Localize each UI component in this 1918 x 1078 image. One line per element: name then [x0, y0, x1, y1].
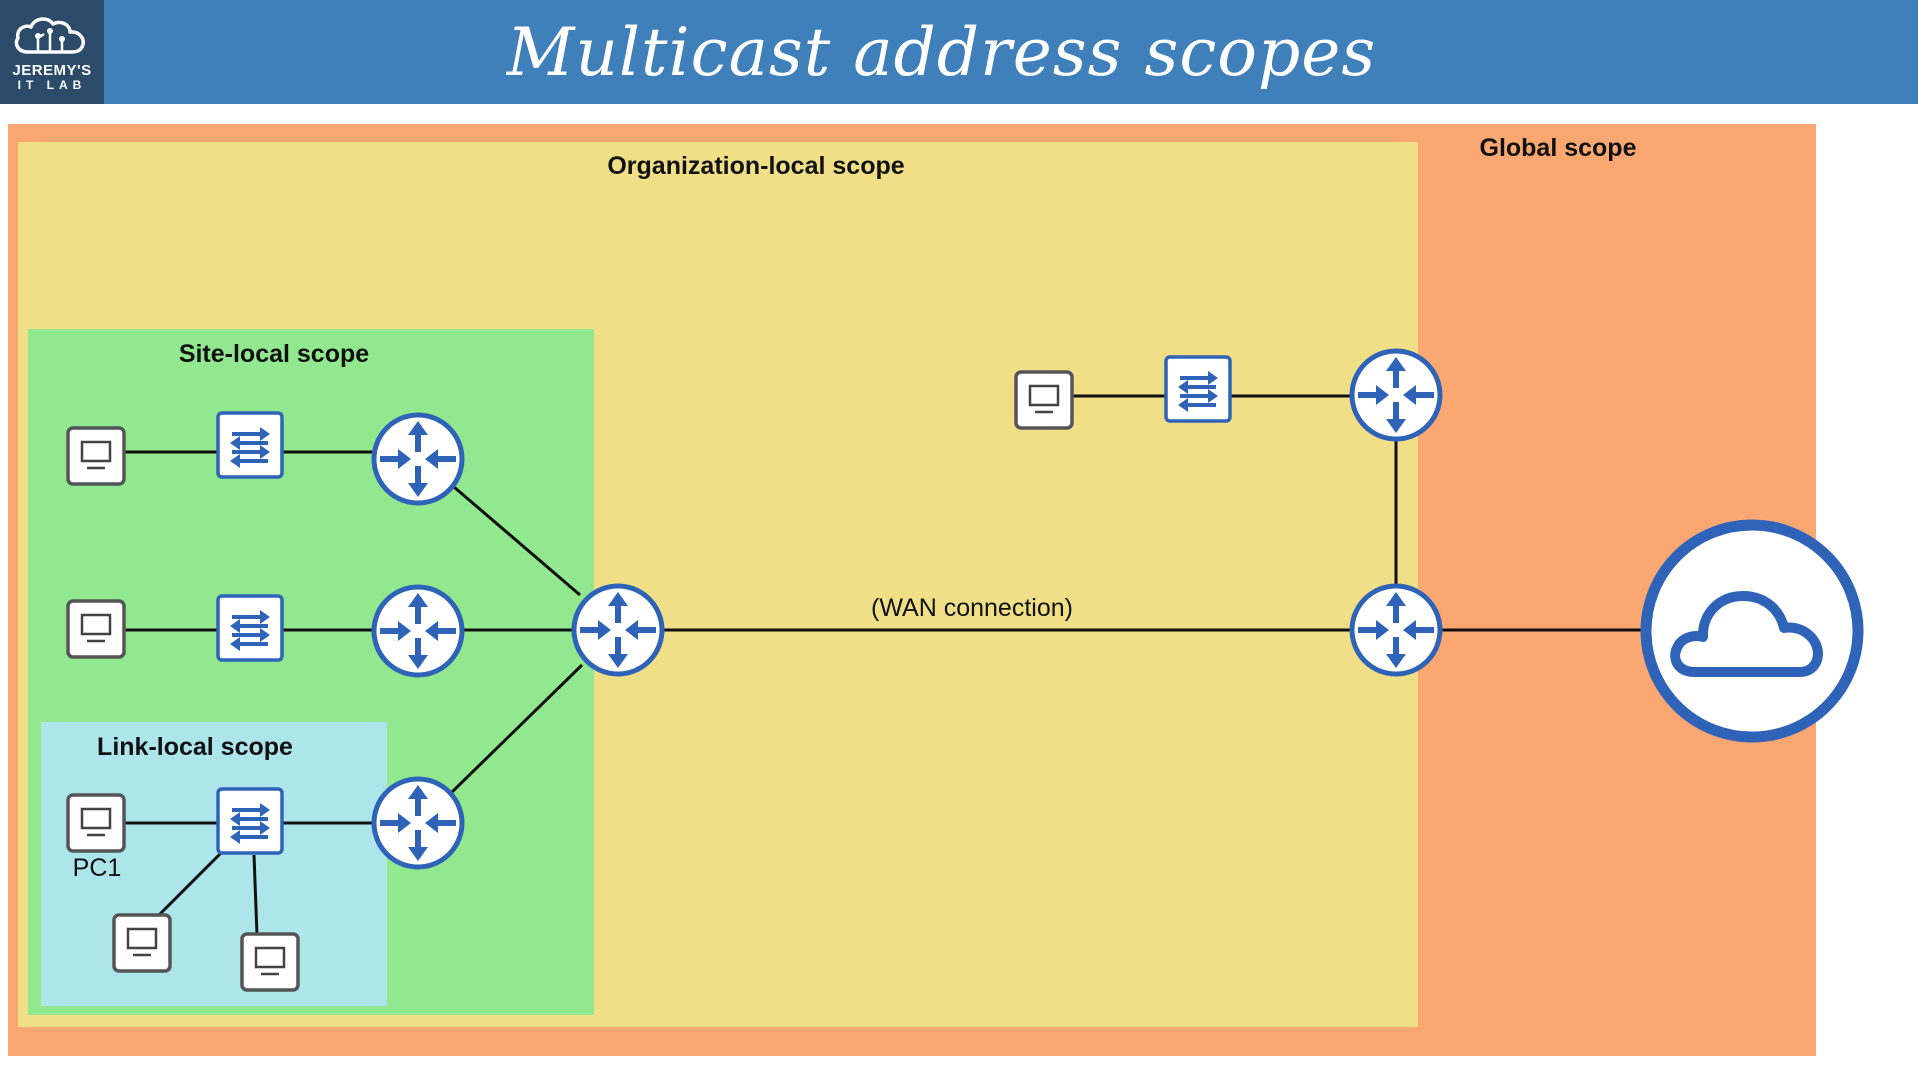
- switch-site-1: [216, 411, 284, 479]
- link-switch-to-pc-link-2: [156, 850, 224, 918]
- link-local-scope-region: [41, 722, 387, 1006]
- wan-connection-label: (WAN connection): [871, 594, 1073, 622]
- pc-link-3: [240, 932, 300, 992]
- switch-site-2: [216, 594, 284, 662]
- pc-link-2: [112, 913, 172, 973]
- page-title: Multicast address scopes: [506, 14, 1377, 91]
- logo-text-line1: JEREMY'S: [12, 62, 92, 79]
- router-remote-edge: [1352, 586, 1440, 674]
- router-core: [574, 586, 662, 674]
- internet-cloud-icon: [1640, 519, 1864, 743]
- jeremys-it-lab-logo: JEREMY'S IT LAB: [0, 0, 104, 104]
- link-router-link-to-core: [450, 663, 584, 794]
- router-site-1: [374, 415, 462, 503]
- site-local-scope-label: Site-local scope: [179, 340, 369, 368]
- router-site-2: [374, 587, 462, 675]
- logo-text-line2: IT LAB: [17, 78, 87, 92]
- switch-link: [216, 787, 284, 855]
- pc1-label: PC1: [73, 854, 122, 882]
- link-router-site-1-to-core: [453, 485, 581, 597]
- switch-remote: [1164, 355, 1232, 423]
- title-bar: JEREMY'S IT LAB Multicast address scopes: [0, 0, 1918, 104]
- pc-site-2: [66, 599, 126, 659]
- pc-remote: [1014, 370, 1074, 430]
- global-scope-label: Global scope: [1480, 134, 1637, 162]
- cloud-circuit-icon: [14, 17, 85, 54]
- pc1: [66, 793, 126, 853]
- link-switch-to-pc-link-3: [252, 854, 259, 936]
- router-remote-top: [1352, 351, 1440, 439]
- link-local-scope-label: Link-local scope: [97, 733, 293, 761]
- organization-local-scope-label: Organization-local scope: [607, 152, 904, 180]
- router-link: [374, 779, 462, 867]
- pc-site-1: [66, 426, 126, 486]
